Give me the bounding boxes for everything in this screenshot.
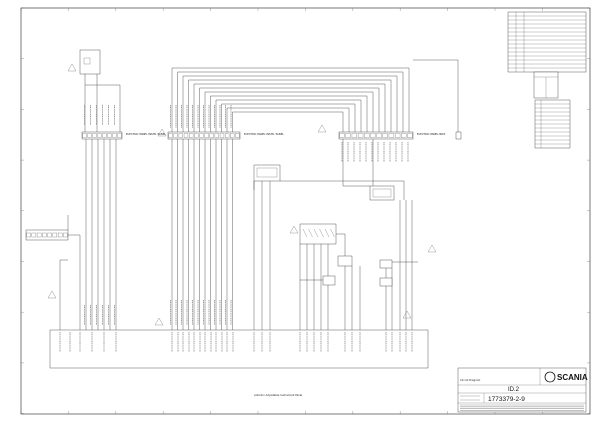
colour-code-table: [534, 99, 571, 149]
connector-pin: [219, 133, 225, 138]
connector-pin: [97, 133, 102, 138]
connector-pin: [401, 133, 407, 138]
wiring: [59, 59, 459, 330]
connector-pin: [36, 232, 42, 238]
connector-pin: [407, 133, 413, 138]
warning-triangles: [47, 244, 437, 326]
connector-pin: [394, 133, 401, 138]
drawing-number: 1773379-2-9: [488, 396, 525, 403]
relay-component: [67, 49, 101, 85]
connector-pin: [204, 133, 209, 138]
connector-pin: [376, 133, 382, 138]
connector-pin: [26, 232, 31, 238]
connector-pin: [57, 232, 63, 238]
connector-pin: [339, 133, 345, 138]
connector-pin: [209, 133, 214, 138]
connector-right-small: [369, 185, 395, 201]
legend-box-top: [533, 71, 559, 99]
connector-pin: [82, 133, 87, 138]
revision-table: [507, 11, 587, 73]
connector-pin: [112, 133, 117, 138]
connector-pin: [357, 133, 364, 138]
diagram-caption: Auto/Inv Adjustable Instrument Panel: [254, 393, 303, 397]
relays-small: [322, 255, 393, 287]
connector-instr-panel: ELECTRIC PANEL INSTR. PANEL: [81, 131, 166, 140]
connector-pin: [31, 232, 37, 238]
module-switches: [289, 223, 337, 245]
connector-center: [253, 164, 281, 182]
connector-pin: [388, 133, 395, 138]
connector-pin: [382, 133, 388, 138]
switch-contact: [319, 228, 324, 238]
connector-pin: [345, 133, 351, 138]
connector-pin: [87, 133, 92, 138]
connector-pin: [117, 133, 122, 138]
connector-pin: [214, 133, 219, 138]
connector-pin: [178, 133, 183, 138]
brand-name: SCANIA: [557, 373, 588, 382]
connector-pin: [199, 133, 204, 138]
connector-pin: [52, 232, 58, 238]
connector-pin: [168, 133, 173, 138]
connector-pin: [364, 133, 370, 138]
scania-logo: SCANIA: [544, 371, 588, 383]
wire-labels: [84, 105, 409, 325]
connector-pin: [235, 133, 240, 138]
switch-contact: [308, 228, 313, 238]
connector-pin: [63, 232, 68, 238]
main-module-bus: [49, 329, 429, 369]
connector-bwx: ELECTRIC PANEL BWX: [317, 124, 462, 140]
connector-pin: [47, 232, 52, 238]
connector-instr-panel-label: ELECTRIC PANEL INSTR. PANEL: [126, 132, 166, 136]
connector-pin: [107, 133, 112, 138]
connector-pin: [230, 133, 235, 138]
connector-pin: [225, 133, 230, 138]
connector-pin: [183, 133, 189, 138]
switch-contact: [324, 228, 330, 238]
connector-pin: [102, 133, 107, 138]
connector-left: [25, 229, 69, 241]
connector-bwx-label: ELECTRIC PANEL BWX: [417, 132, 446, 136]
drawing-type: Circuit Diagram: [460, 378, 481, 382]
connector-pin: [351, 133, 358, 138]
connector-pin: [370, 133, 376, 138]
connector-pin: [189, 133, 194, 138]
drawing-code: ID.2: [508, 387, 520, 393]
connector-pin: [92, 133, 97, 138]
connector-instr-panel-mid-label: ELECTRIC PANEL INSTR. PANEL: [244, 132, 284, 136]
title-block: Circuit Diagram ID.2 1773379-2-9 SCANIA: [457, 367, 588, 413]
switch-contact: [302, 228, 308, 238]
switch-contact: [313, 228, 319, 238]
connector-pin: [194, 133, 199, 138]
connector-pin: [42, 232, 47, 238]
switch-contact: [330, 228, 335, 238]
connector-pin: [173, 133, 178, 138]
connector-instr-panel-mid: ELECTRIC PANEL INSTR. PANEL: [157, 128, 284, 140]
